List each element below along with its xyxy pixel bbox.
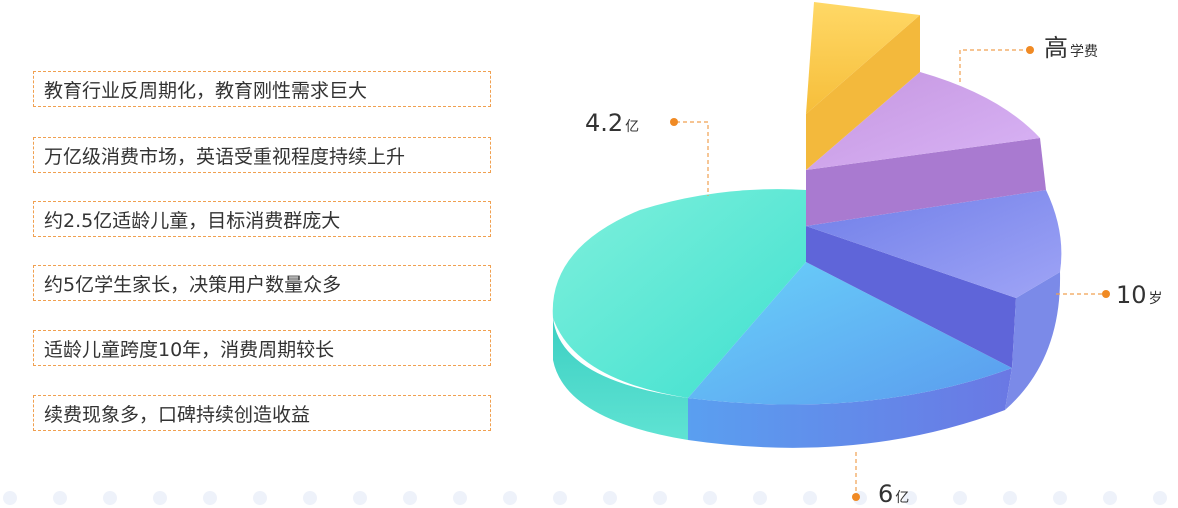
callout-unit: 亿 <box>625 119 640 135</box>
leader-parents <box>676 121 709 196</box>
background-dot <box>753 491 767 505</box>
callout-unit: 岁 <box>1148 291 1163 307</box>
callout-value: 高 <box>1044 34 1068 62</box>
slice-purple <box>806 72 1040 170</box>
selling-point-5: 适龄儿童跨度10年，消费周期较长 <box>33 330 491 366</box>
callout-value: 6 <box>878 480 894 508</box>
slice-purple-side <box>806 138 1046 226</box>
dot-row <box>3 491 1167 505</box>
slice-yellow-side <box>806 15 920 170</box>
callout-unit: 亿 <box>895 490 910 506</box>
slice-teal <box>552 189 806 398</box>
callout-tuition: 高学费 <box>1044 36 1098 60</box>
selling-point-text: 约2.5亿适龄儿童，目标消费群庞大 <box>44 209 341 232</box>
selling-point-text: 约5亿学生家长，决策用户数量众多 <box>44 273 342 296</box>
selling-point-text: 万亿级消费市场，英语受重视程度持续上升 <box>44 145 406 168</box>
callout-value: 4.2 <box>585 109 624 137</box>
selling-point-6: 续费现象多，口碑持续创造收益 <box>33 395 491 431</box>
background-dot <box>653 491 667 505</box>
background-dot <box>203 491 217 505</box>
callout-value: 10 <box>1116 281 1147 309</box>
background-dot <box>103 491 117 505</box>
background-dot <box>353 491 367 505</box>
selling-point-3: 约2.5亿适龄儿童，目标消费群庞大 <box>33 201 491 237</box>
selling-point-2: 万亿级消费市场，英语受重视程度持续上升 <box>33 137 491 173</box>
slice-teal-side <box>553 318 688 440</box>
background-dot <box>1003 491 1017 505</box>
background-dot <box>53 491 67 505</box>
callout-unit: 学费 <box>1070 44 1098 60</box>
selling-point-text: 续费现象多，口碑持续创造收益 <box>44 403 311 426</box>
marker-dot <box>670 118 678 126</box>
background-dot <box>1103 491 1117 505</box>
leader-tuition <box>959 49 1028 82</box>
selling-point-text: 适龄儿童跨度10年，消费周期较长 <box>44 338 335 361</box>
background-dot <box>553 491 567 505</box>
background-dot <box>253 491 267 505</box>
selling-point-4: 约5亿学生家长，决策用户数量众多 <box>33 265 491 301</box>
background-dot <box>603 491 617 505</box>
marker-dot <box>1026 46 1034 54</box>
background-dot <box>403 491 417 505</box>
background-dot <box>453 491 467 505</box>
background-dot <box>153 491 167 505</box>
selling-point-1: 教育行业反周期化，教育刚性需求巨大 <box>33 71 491 107</box>
slice-indigo-outer <box>1005 272 1061 410</box>
marker-dot <box>1102 290 1110 298</box>
background-dot <box>903 491 917 505</box>
slice-indigo-side <box>806 226 1016 368</box>
background-dot <box>1153 491 1167 505</box>
background-dot <box>303 491 317 505</box>
slice-indigo <box>806 190 1062 298</box>
background-dot <box>1053 491 1067 505</box>
slice-yellow <box>806 2 920 114</box>
marker-dot <box>852 493 860 501</box>
leader-lines <box>676 49 1104 496</box>
background-dot <box>3 491 17 505</box>
background-dot <box>953 491 967 505</box>
background-dot <box>703 491 717 505</box>
slice-blue-side <box>688 368 1012 448</box>
background-dot <box>503 491 517 505</box>
background-dot <box>803 491 817 505</box>
selling-point-text: 教育行业反周期化，教育刚性需求巨大 <box>44 79 368 102</box>
slice-blue <box>688 262 1012 405</box>
